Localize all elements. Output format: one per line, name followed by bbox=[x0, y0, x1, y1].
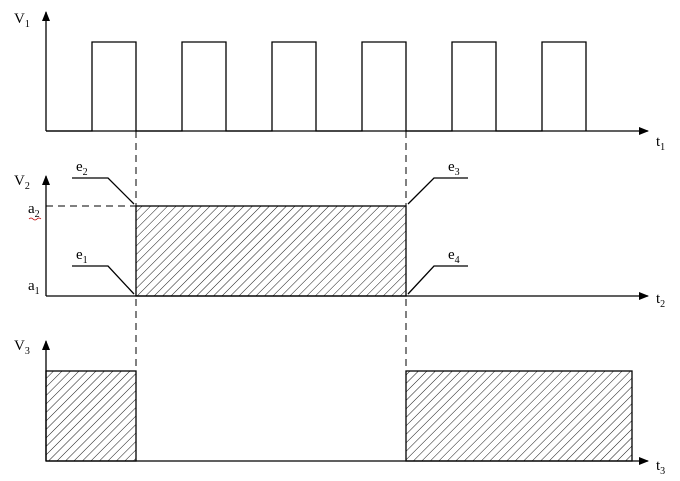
e1-leader-line bbox=[72, 265, 135, 295]
edge-callout-e4: e4 bbox=[407, 247, 468, 295]
t1-axis-label: t1 bbox=[656, 134, 665, 153]
a2-level-label: a2 bbox=[28, 201, 40, 220]
v2-axis-label: V2 bbox=[14, 173, 30, 192]
panel-v2: V2 t2 a2 a1 e2 e1 e3 e4 bbox=[14, 159, 665, 310]
t2-axis-label: t2 bbox=[656, 291, 665, 310]
v3-hatched-region-right bbox=[405, 370, 633, 462]
e4-leader-line bbox=[407, 265, 468, 295]
e4-label: e4 bbox=[448, 247, 460, 266]
a1-level-label: a1 bbox=[28, 278, 40, 297]
e3-label: e3 bbox=[448, 159, 460, 178]
v3-axis-label: V3 bbox=[14, 338, 30, 357]
v2-hatched-region bbox=[135, 205, 407, 297]
v1-axis-label: V1 bbox=[14, 11, 30, 30]
e3-leader-line bbox=[407, 177, 468, 205]
panel-v1: V1 t1 bbox=[14, 11, 665, 153]
v3-hatched-region-left bbox=[45, 370, 137, 462]
a2-underline-squiggle bbox=[28, 217, 42, 221]
edge-callout-e2: e2 bbox=[72, 159, 135, 205]
edge-callout-e1: e1 bbox=[72, 247, 135, 295]
t3-axis-label: t3 bbox=[656, 458, 665, 477]
edge-callout-e3: e3 bbox=[407, 159, 468, 205]
v1-pulse-train bbox=[46, 41, 587, 132]
e2-leader-line bbox=[72, 177, 135, 205]
e1-label: e1 bbox=[76, 247, 88, 266]
e2-label: e2 bbox=[76, 159, 88, 178]
panel-v3: V3 t3 bbox=[14, 338, 665, 477]
